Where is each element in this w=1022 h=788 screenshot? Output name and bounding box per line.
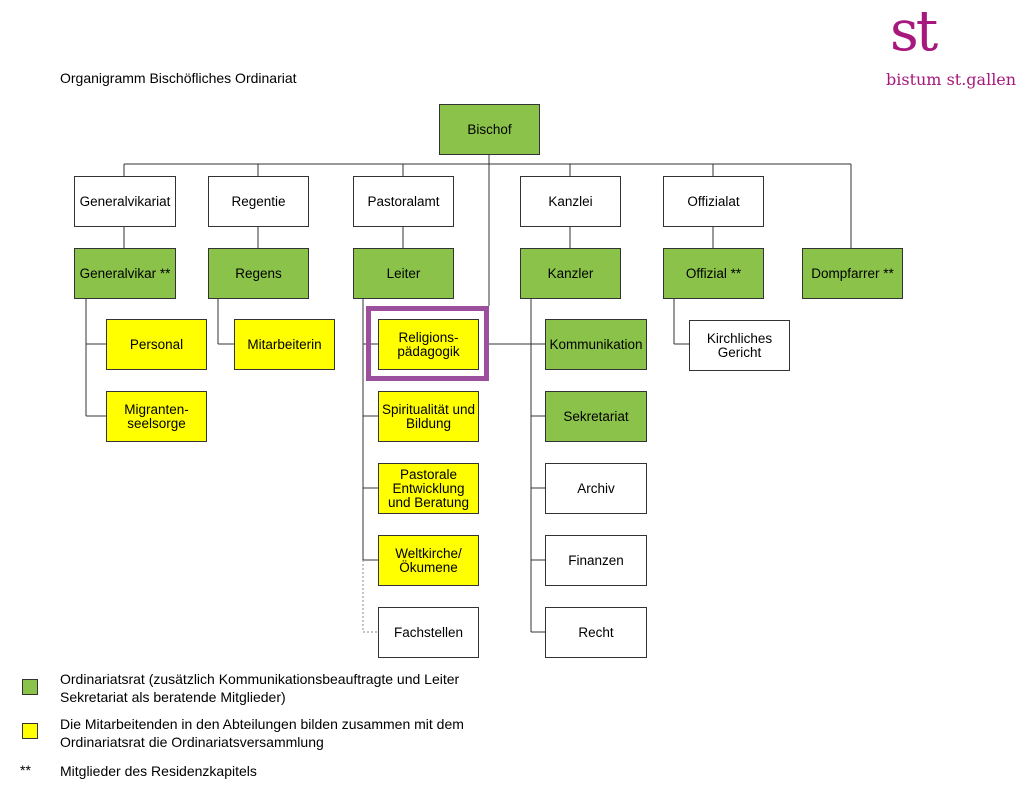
- legend-yellow-swatch: [22, 723, 38, 739]
- box-migranten: Migranten- seelsorge: [106, 391, 207, 442]
- box-offizialat: Offizialat: [663, 176, 764, 227]
- box-recht: Recht: [545, 607, 647, 658]
- box-dompfarrer: Dompfarrer **: [802, 248, 903, 299]
- legend-star-symbol: **: [20, 762, 31, 778]
- box-offizial: Offizial **: [663, 248, 764, 299]
- highlight-frame: [366, 306, 489, 381]
- box-generalvikariat: Generalvikariat: [74, 176, 176, 227]
- logo-text: bistum st.gallen: [886, 70, 1017, 89]
- page-title: Organigramm Bischöfliches Ordinariat: [60, 70, 297, 86]
- box-personal: Personal: [106, 319, 207, 370]
- box-weltkirche: Weltkirche/ Ökumene: [378, 535, 479, 586]
- bistum-logo: st bistum st.gallen: [884, 4, 1017, 92]
- box-sekretariat: Sekretariat: [545, 391, 647, 442]
- box-regens: Regens: [208, 248, 309, 299]
- box-regentie: Regentie: [208, 176, 309, 227]
- legend-star-text: Mitglieder des Residenzkapitels: [60, 763, 257, 779]
- box-bischof: Bischof: [439, 104, 540, 155]
- box-archiv: Archiv: [545, 463, 647, 514]
- legend-green-swatch: [22, 679, 38, 695]
- box-generalvikar: Generalvikar **: [74, 248, 176, 299]
- box-mitarbeiterin: Mitarbeiterin: [234, 319, 335, 370]
- box-pastorale-entwicklung: Pastorale Entwicklung und Beratung: [378, 463, 479, 514]
- box-kanzler: Kanzler: [520, 248, 621, 299]
- box-spiritualitaet: Spiritualität und Bildung: [378, 391, 479, 442]
- box-religionspaedagogik: Religions- pädagogik: [378, 319, 479, 370]
- box-kirchliches-gericht: Kirchliches Gericht: [689, 320, 790, 371]
- legend-green-text: Ordinariatsrat (zusätzlich Kommunikation…: [60, 671, 460, 705]
- box-fachstellen: Fachstellen: [378, 607, 479, 658]
- box-kanzlei: Kanzlei: [520, 176, 621, 227]
- box-kommunikation: Kommunikation: [545, 319, 647, 370]
- legend-yellow-text: Die Mitarbeitenden in den Abteilungen bi…: [60, 716, 464, 750]
- box-leiter: Leiter: [353, 248, 454, 299]
- box-finanzen: Finanzen: [545, 535, 647, 586]
- box-pastoralamt: Pastoralamt: [353, 176, 454, 227]
- logo-mark: st: [890, 0, 938, 64]
